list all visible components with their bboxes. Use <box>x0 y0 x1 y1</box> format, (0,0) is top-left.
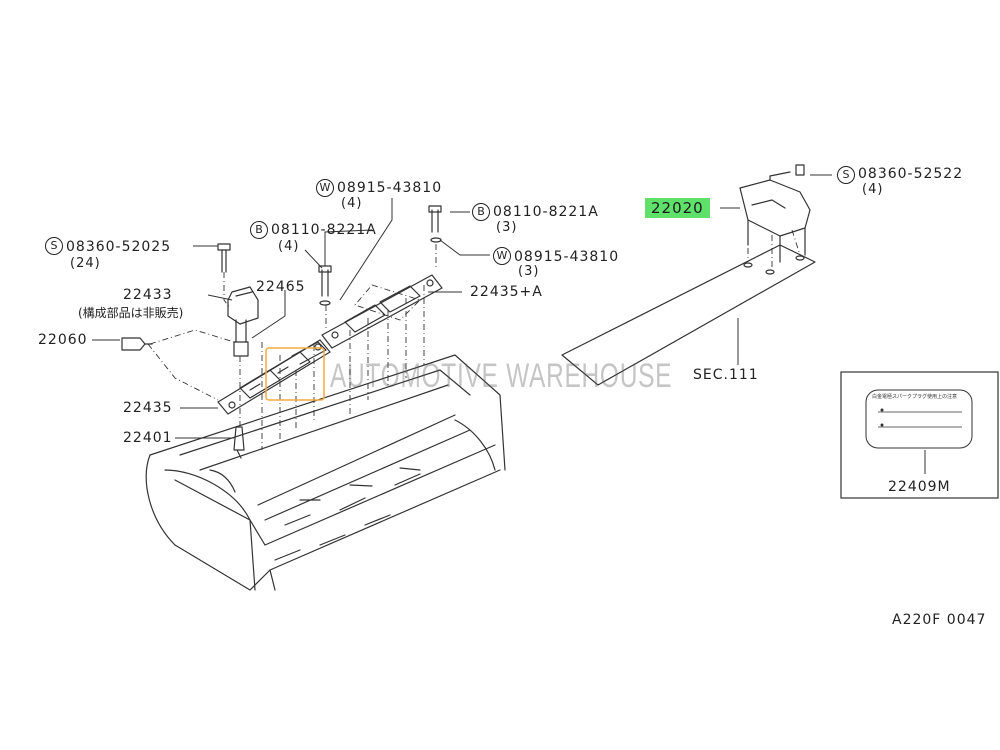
part-label-08360-52522[interactable]: 08360-52522 <box>858 166 964 182</box>
part-label-08110-8221a-left[interactable]: 08110-8221A <box>271 222 377 238</box>
watermark-logo-outline <box>265 347 325 401</box>
engine-head-drawing <box>145 354 506 591</box>
part-label-08915-43810-top[interactable]: 08915-43810 <box>337 180 443 196</box>
part-label-22465[interactable]: 22465 <box>256 279 306 295</box>
ignition-module-drawing <box>739 171 811 275</box>
part-label-22435-a[interactable]: 22435+A <box>470 284 543 300</box>
qty-08360-52522: (4) <box>862 182 884 197</box>
part-label-08360-52025[interactable]: 08360-52025 <box>66 239 172 255</box>
symbol-b-icon: B <box>472 203 490 221</box>
part-label-22020-highlighted[interactable]: 22020 <box>645 198 710 218</box>
coil-cover-left-drawing <box>217 339 331 415</box>
phantom-lines <box>147 222 801 450</box>
symbol-w-icon: W <box>316 179 334 197</box>
part-label-22060[interactable]: 22060 <box>38 332 88 348</box>
symbol-s-icon: S <box>837 166 855 184</box>
qty-08110-8221a-left: (4) <box>278 239 300 254</box>
bolts-drawing <box>217 164 805 306</box>
part-label-22433[interactable]: 22433 <box>123 287 173 303</box>
bracket-plate-drawing <box>561 244 816 386</box>
caution-label-frame <box>840 371 999 499</box>
part-label-22401[interactable]: 22401 <box>123 430 173 446</box>
coil-22433-drawing <box>227 286 259 357</box>
note-non-sale: (構成部品は非販売) <box>78 306 184 320</box>
qty-08915-43810-right: (3) <box>518 264 540 279</box>
caution-label-text: 白金電極スパークプラグ使用上の注意 <box>872 394 958 400</box>
qty-08915-43810-top: (4) <box>341 196 363 211</box>
part-label-22409m[interactable]: 22409M <box>888 479 951 495</box>
symbol-w-icon: W <box>493 247 511 265</box>
symbol-b-icon: B <box>250 221 268 239</box>
figure-code: A220F 0047 <box>892 612 987 628</box>
part-label-22435[interactable]: 22435 <box>123 400 173 416</box>
qty-08360-52025: (24) <box>70 256 101 271</box>
part-label-08915-43810-right[interactable]: 08915-43810 <box>514 249 620 265</box>
leader-lines <box>92 174 926 474</box>
symbol-s-icon: S <box>45 237 63 255</box>
watermark-text: AUTOMOTIVE WAREHOUSE <box>330 357 673 395</box>
qty-08110-8221a-right: (3) <box>496 220 518 235</box>
section-ref-sec-111[interactable]: SEC.111 <box>693 367 759 383</box>
part-label-08110-8221a-right[interactable]: 08110-8221A <box>493 204 599 220</box>
